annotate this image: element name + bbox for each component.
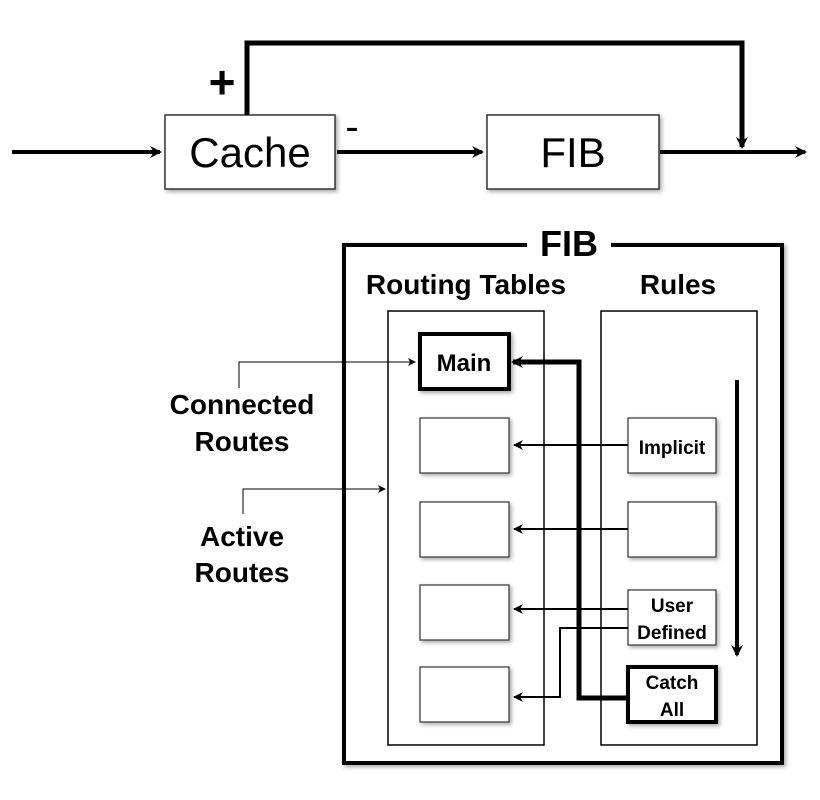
table-box: [419, 501, 510, 558]
rule-catch-all-line2: All: [660, 700, 684, 721]
fib-panel-title: FIB: [540, 223, 598, 264]
cache-label: Cache: [189, 129, 310, 176]
active-routes-line2: Routes: [195, 557, 290, 588]
rule-box: [627, 501, 717, 558]
rule-implicit-label: Implicit: [639, 438, 706, 459]
connected-routes-line2: Routes: [195, 426, 290, 457]
connected-routes-line1: Connected: [170, 389, 315, 420]
rule-catch-all: Catch All: [626, 665, 718, 724]
rule-implicit: Implicit: [627, 417, 717, 474]
rule-user-defined-line2: Defined: [637, 623, 707, 644]
table-box: [419, 666, 510, 723]
cache-hit-bypass-arrow: [244, 40, 748, 149]
rules-header: Rules: [640, 269, 716, 300]
user-defined-to-last-table-arrow: [513, 627, 628, 702]
cache-box: Cache: [164, 114, 336, 190]
connected-routes-connector: [238, 358, 416, 388]
table-main-label: Main: [437, 350, 492, 377]
table-box: [419, 417, 510, 474]
rule-catch-all-line1: Catch: [646, 673, 699, 694]
fib-panel-title-bg: [527, 226, 611, 266]
table-box: [419, 584, 510, 641]
minus-sign: -: [345, 105, 358, 149]
routing-tables-header: Routing Tables: [366, 269, 566, 300]
table-main: Main: [418, 332, 511, 391]
plus-sign: +: [209, 56, 236, 108]
fib-box: FIB: [486, 114, 660, 190]
rule-user-defined: User Defined: [627, 589, 717, 646]
catch-all-to-main-arrow: [511, 356, 628, 701]
fib-label: FIB: [540, 129, 605, 176]
active-routes-line1: Active: [200, 521, 284, 552]
rule-user-defined-line1: User: [651, 596, 694, 617]
active-routes-connector: [242, 485, 386, 514]
